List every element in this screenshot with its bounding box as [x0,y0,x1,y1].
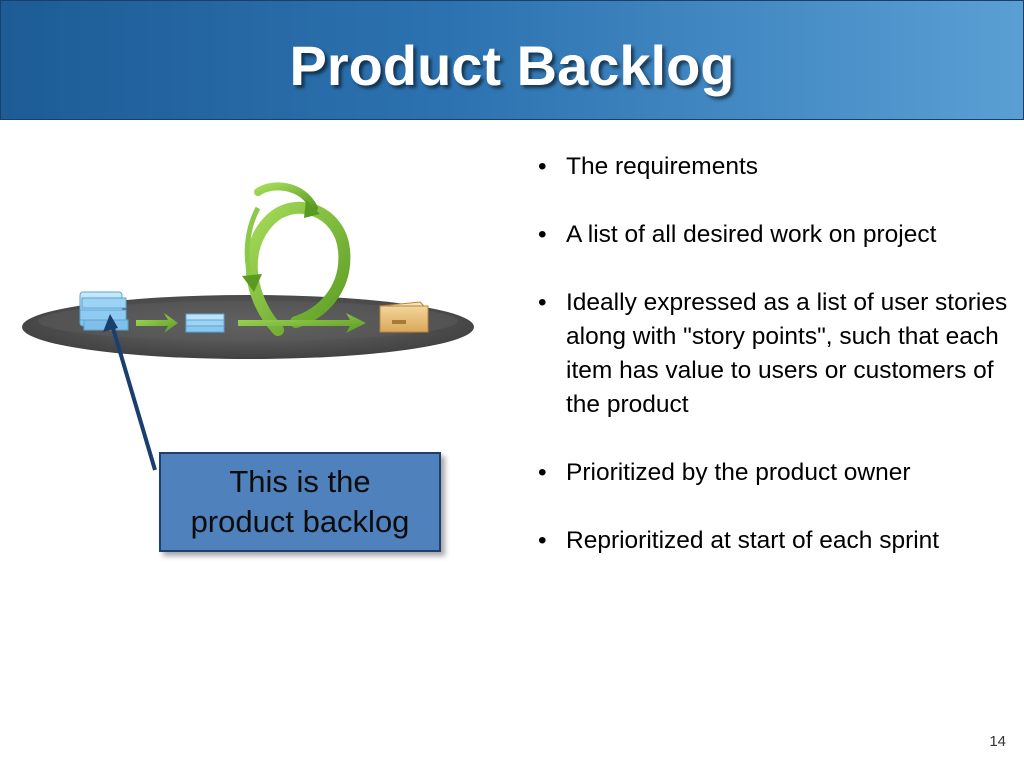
bullet-dot-icon: • [538,459,547,486]
green-loop-arrow-icon [242,182,351,336]
bullet-item: • Reprioritized at start of each sprint [538,524,1018,558]
bullet-dot-icon: • [538,221,547,248]
bullet-text: Reprioritized at start of each sprint [566,527,940,554]
bullet-text: Ideally expressed as a list of user stor… [566,289,1008,418]
product-backlog-callout: This is the product backlog [159,452,441,552]
callout-line-1: This is the [229,464,371,499]
page-number: 14 [989,733,1006,750]
bullet-text: A list of all desired work on project [566,221,937,248]
scrum-diagram [22,182,474,359]
callout-pointer-arrow [103,314,157,471]
bullet-dot-icon: • [538,153,547,180]
cardboard-box-icon [378,301,430,333]
bullet-item: • The requirements [538,150,1018,184]
bullet-list: • The requirements • A list of all desired… [538,150,1018,592]
bullet-item: • Prioritized by the product owner [538,456,1018,490]
bullet-dot-icon: • [538,289,547,316]
slide-title: Product Backlog [289,34,735,97]
title-bar: Product Backlog [0,0,1024,120]
bullet-text: The requirements [566,153,759,180]
flow-arrow-long [238,313,366,333]
bullet-item: • A list of all desired work on project [538,218,1018,252]
small-stack-icon [185,313,225,333]
bullet-item: • Ideally expressed as a list of user sto… [538,286,1018,422]
bullet-dot-icon: • [538,527,547,554]
flow-arrow-small [136,313,178,333]
bullet-text: Prioritized by the product owner [566,459,911,486]
callout-line-2: product backlog [190,504,410,539]
